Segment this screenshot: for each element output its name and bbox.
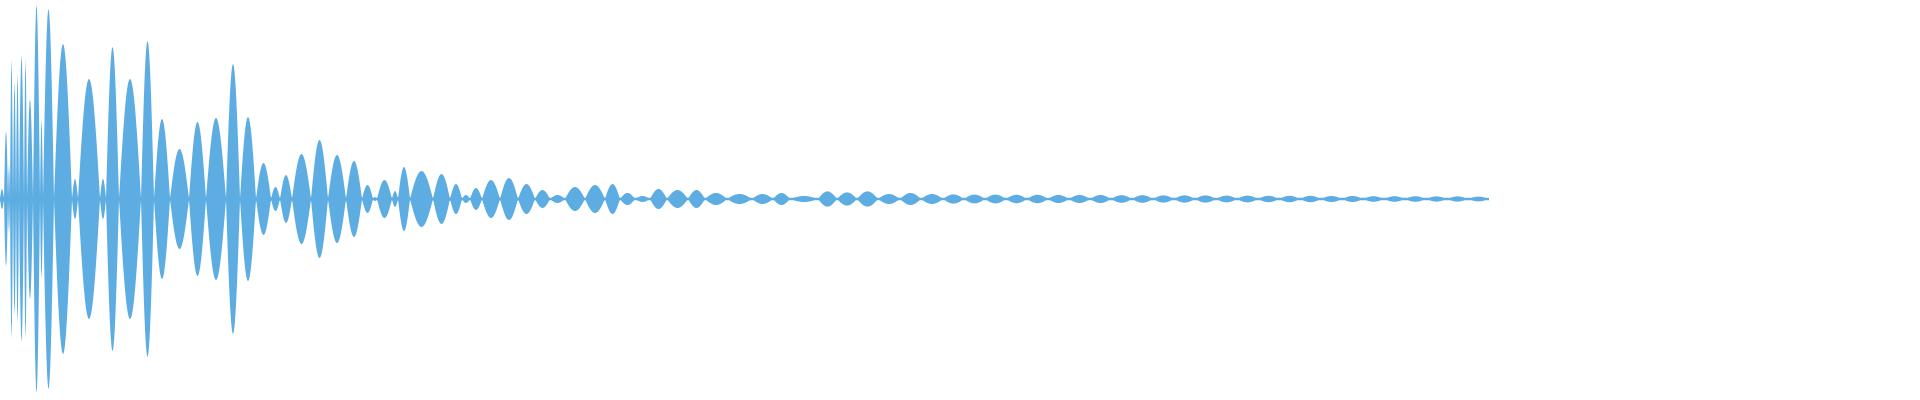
waveform-lobe xyxy=(727,194,752,204)
waveform-lobe xyxy=(19,56,24,342)
waveform-lobe xyxy=(54,44,72,354)
waveform-lobe xyxy=(1090,195,1111,203)
waveform-lobe xyxy=(1258,195,1279,203)
waveform-lobe xyxy=(40,119,43,279)
waveform-lobe xyxy=(72,179,78,219)
waveform-lobe xyxy=(1006,194,1027,204)
waveform-lobe xyxy=(1447,196,1468,202)
waveform-lobe xyxy=(1363,196,1384,202)
waveform-lobe xyxy=(433,174,450,224)
waveform-lobe xyxy=(1300,195,1321,203)
waveform-lobe xyxy=(1216,195,1237,203)
waveform-lobe xyxy=(985,194,1006,204)
waveform-lobe xyxy=(392,191,398,207)
waveform-lobe xyxy=(470,188,482,210)
waveform-lobe xyxy=(688,190,705,208)
waveform-lobe xyxy=(1237,195,1258,203)
waveform-lobe xyxy=(1069,195,1090,203)
waveform-lobe xyxy=(141,41,154,357)
waveform-lobe xyxy=(1027,194,1048,204)
waveform-lobe xyxy=(752,194,773,204)
waveform-lobe xyxy=(565,187,585,211)
waveform-lobe xyxy=(1279,195,1300,203)
waveform-lobe xyxy=(1174,195,1195,203)
waveform-lobe xyxy=(667,190,688,208)
waveform-lobe xyxy=(377,180,392,218)
waveform-lobe xyxy=(620,193,635,205)
waveform-lobe xyxy=(106,47,119,351)
waveform-lobe xyxy=(10,59,13,339)
waveform-lobe xyxy=(818,191,837,207)
waveform-lobe xyxy=(362,185,373,213)
waveform-lobe xyxy=(189,122,206,276)
waveform-lobe xyxy=(240,117,256,281)
waveform-lobe xyxy=(8,164,10,234)
waveform-lobe xyxy=(78,79,100,319)
waveform-lobe xyxy=(1132,195,1153,203)
waveform-lobe xyxy=(705,193,727,205)
waveform-lobe xyxy=(1405,196,1426,202)
waveform-lobe xyxy=(43,9,54,389)
waveform-lobe xyxy=(346,161,362,237)
waveform-lobe xyxy=(500,178,518,220)
waveform-lobe xyxy=(605,184,620,214)
waveform-lobe xyxy=(1321,196,1342,202)
waveform-lobe xyxy=(635,196,650,202)
waveform-lobe xyxy=(964,194,985,204)
waveform-lobe xyxy=(280,175,292,223)
waveform-lobe xyxy=(13,82,16,316)
waveform-lobe xyxy=(373,197,377,201)
waveform-lobe xyxy=(518,184,535,214)
waveform-lobe xyxy=(1468,196,1489,202)
waveform-lobe xyxy=(1384,196,1405,202)
waveform-lobe xyxy=(100,179,106,219)
waveform-lobe xyxy=(256,163,271,235)
waveform-lobe xyxy=(226,64,240,334)
waveform-lobe xyxy=(398,167,410,231)
waveform-lobe xyxy=(585,185,605,213)
waveform-lobe xyxy=(271,187,280,211)
waveform-lobe xyxy=(773,193,790,205)
waveform-lobe xyxy=(535,190,550,208)
waveform-lobe xyxy=(462,195,470,203)
waveform-lobe xyxy=(790,196,818,202)
waveform-lobe xyxy=(328,155,346,243)
waveform-lobe xyxy=(1111,195,1132,203)
waveform-lobe xyxy=(4,131,8,267)
waveform-lobe xyxy=(292,154,311,244)
waveform-lobe xyxy=(550,195,565,203)
waveform-lobe xyxy=(1195,195,1216,203)
waveform-lobe xyxy=(921,194,943,204)
waveform-lobe xyxy=(33,5,40,393)
waveform-lobe xyxy=(206,118,226,280)
waveform-lobe xyxy=(154,119,170,279)
waveform-lobe xyxy=(1426,196,1447,202)
waveform-lobe xyxy=(410,171,433,227)
waveform-lobe xyxy=(1048,195,1069,203)
waveform-lobe xyxy=(311,140,328,258)
waveform-lobe xyxy=(16,74,19,324)
waveform-lobe xyxy=(857,191,878,207)
waveform-lobe xyxy=(878,194,900,204)
waveform-lobe xyxy=(650,189,667,209)
waveform-lobe xyxy=(1342,196,1363,202)
waveform-lobe xyxy=(450,184,462,214)
waveform-lobe xyxy=(27,99,33,299)
waveform-lobe xyxy=(482,180,500,218)
waveform-lobe xyxy=(1153,195,1174,203)
waveform-lobe xyxy=(170,149,189,249)
waveform-lobe xyxy=(943,194,964,204)
waveform-lobe xyxy=(0,189,4,209)
waveform-lobes xyxy=(0,5,1489,393)
waveform-lobe xyxy=(119,79,141,319)
waveform-lobe xyxy=(837,192,857,206)
waveform-lobe xyxy=(900,193,921,205)
waveform-lobe xyxy=(24,59,27,339)
